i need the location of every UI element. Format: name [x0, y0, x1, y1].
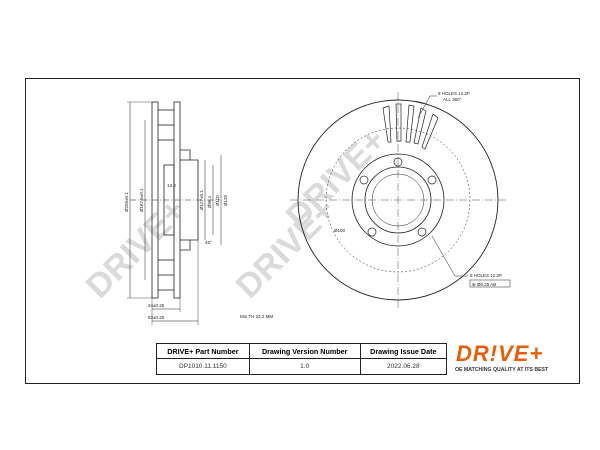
version-value: 1.0: [248, 358, 361, 375]
vent-slot: [421, 113, 439, 150]
tolerance-frame: [469, 279, 511, 288]
part-number-header: DRIVE+ Part Number: [156, 343, 250, 359]
holes-note: 8 HOLES 12.2P: [438, 91, 470, 96]
dim-hub-2: Ø96.1: [207, 195, 212, 208]
brand-logo: DR!VE+ OE MATCHING QUALITY AT ITS BEST: [452, 341, 574, 374]
front-view: [290, 92, 511, 308]
bolt-hole: [427, 175, 437, 185]
vent-slot: [382, 105, 392, 143]
bolt-hole: [359, 175, 369, 185]
dim-thickness-1: 24±0.25: [148, 303, 165, 308]
side-view: [127, 101, 222, 325]
dim-hub-3: Ø110: [215, 195, 220, 206]
table-row: DP1010.11.1150 1.0 2022.06.28: [156, 358, 448, 375]
brand-tagline: OE MATCHING QUALITY AT ITS BEST: [455, 367, 549, 373]
center-label: Ø100: [334, 228, 346, 233]
holes-sub: ALL 360°: [443, 97, 462, 102]
dim-angle: 45°: [205, 240, 212, 245]
issue-date-header: Drawing Issue Date: [359, 343, 448, 359]
side-dimension-labels: Ø256±0.1 Ø187.5±0.1 Ø127±0.1 Ø96.1 Ø110 …: [124, 183, 273, 320]
dim-hub-4: Ø139: [223, 194, 228, 206]
tolerance-box: ⊕ Ø0.25 AB: [472, 282, 496, 287]
watermark-group: DRIVE+ DRIVE+ DRIVE+: [79, 121, 393, 305]
min-thickness-label: Min TH 22.2 MM: [240, 314, 273, 319]
dim-thickness-2: 63±0.25: [148, 315, 165, 320]
dim-vent: Ø187.5±0.1: [139, 188, 144, 212]
dim-small: 13.8: [167, 183, 176, 188]
issue-date-value: 2022.06.28: [359, 358, 448, 375]
part-number-value: DP1010.11.1150: [156, 358, 250, 375]
version-header: Drawing Version Number: [248, 343, 361, 359]
table-header-row: DRIVE+ Part Number Drawing Version Numbe…: [156, 343, 448, 359]
watermark-left: DRIVE+: [79, 191, 193, 305]
dim-outer-dia: Ø256±0.1: [124, 192, 129, 212]
drawing-info-table: DRIVE+ Part Number Drawing Version Numbe…: [156, 343, 448, 375]
front-labels: 8 HOLES 12.2P ALL 360° Ø100 5 HOLES 12.2…: [334, 91, 502, 287]
vent-slot: [395, 103, 402, 142]
bolt-hole: [367, 227, 377, 237]
drawing-frame: [25, 78, 580, 384]
vent-slot: [413, 107, 427, 145]
bolt-hole: [417, 227, 427, 237]
vent-slot: [405, 104, 415, 143]
bolt-note: 5 HOLES 12.2P: [470, 273, 502, 278]
brand-name: DR!VE+: [456, 341, 544, 366]
dim-hub-1: Ø127±0.1: [199, 190, 204, 210]
